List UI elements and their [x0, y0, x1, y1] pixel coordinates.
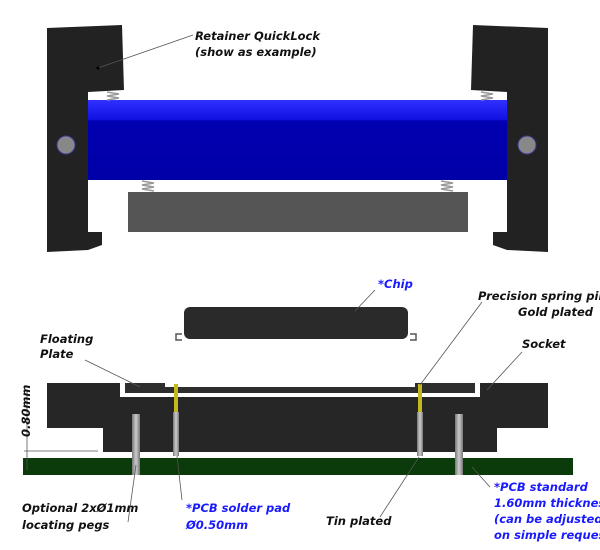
socket-base-block [128, 192, 468, 232]
spring-pins-sublabel: Gold plated [518, 305, 594, 319]
spring-pin-left [173, 384, 179, 456]
floating-plate-blue [88, 100, 507, 180]
chip-label: *Chip [378, 277, 413, 291]
pegs-label: Optional 2xØ1mm [22, 501, 138, 515]
pcb-label-line2: 1.60mm thickness [494, 496, 600, 510]
retainer-label: Retainer QuickLock [195, 29, 321, 43]
pegs-sublabel: locating pegs [22, 518, 110, 532]
retainer-clamp-right [471, 25, 548, 252]
tin-plated-label: Tin plated [326, 514, 392, 528]
locating-peg [455, 414, 463, 475]
floating-plate [125, 383, 475, 393]
socket-body [47, 379, 548, 452]
chip [175, 307, 417, 341]
spring-pins-label: Precision spring pins [478, 289, 600, 303]
solder-pad-label: *PCB solder pad [186, 501, 291, 515]
pcb-label-line4: on simple request) [494, 528, 600, 542]
socket-label: Socket [522, 337, 566, 351]
springs [106, 91, 494, 192]
dimension-label: 0.80mm [19, 385, 33, 437]
solder-pad-sublabel: Ø0.50mm [185, 518, 248, 532]
pcb [23, 458, 573, 475]
pcb-label-line3: (can be adjusted [494, 512, 600, 526]
retainer-clamp-left [47, 25, 124, 252]
pcb-label: *PCB standard [494, 480, 589, 494]
locating-peg [132, 414, 140, 475]
pin-icon [56, 135, 76, 155]
floating-plate-label: Floating [40, 332, 93, 346]
pin-icon [517, 135, 537, 155]
retainer-sublabel: (show as example) [195, 45, 317, 59]
floating-plate-sublabel: Plate [40, 347, 74, 361]
spring-pin-right [417, 384, 423, 456]
